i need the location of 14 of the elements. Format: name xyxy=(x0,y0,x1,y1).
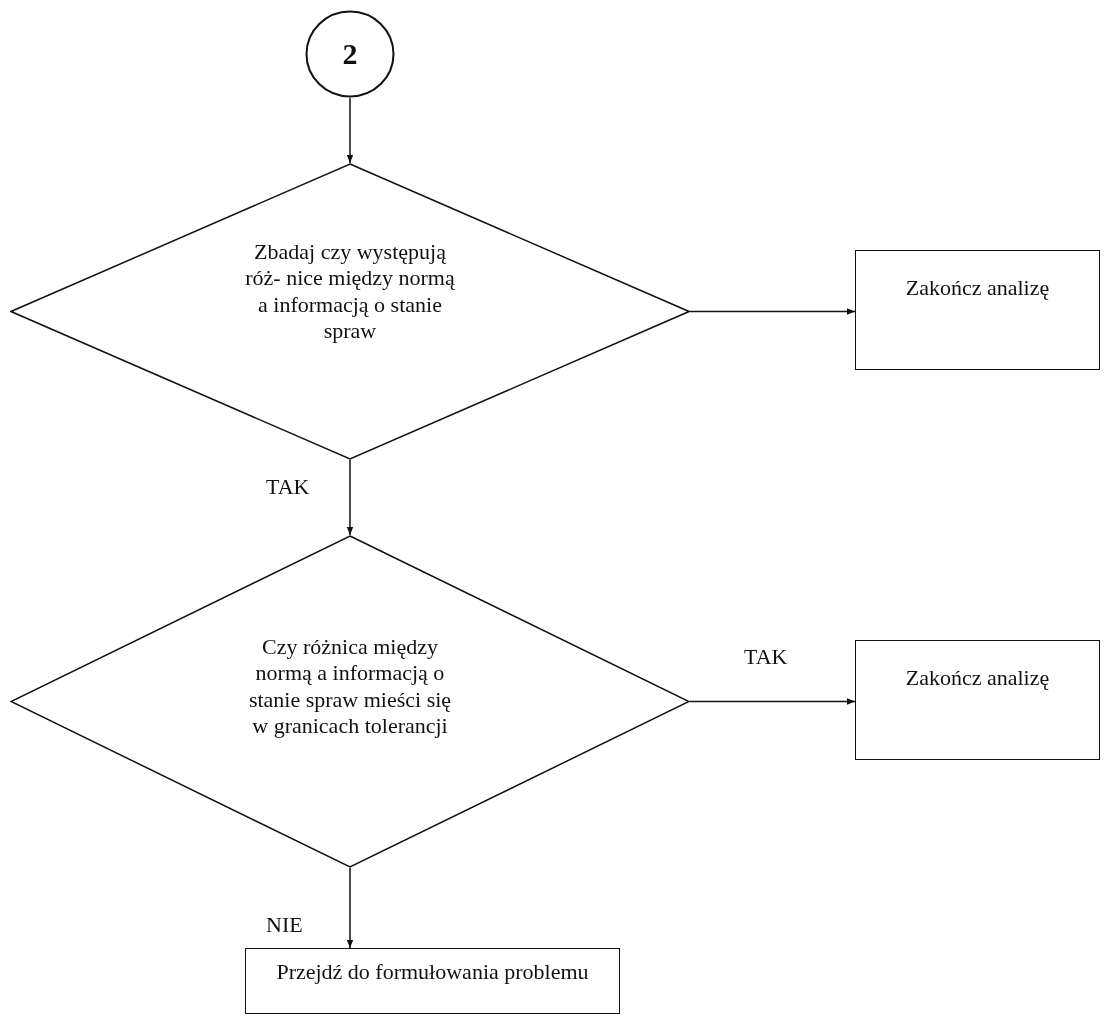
arrow xyxy=(346,459,354,536)
arrow xyxy=(689,308,856,315)
process-box xyxy=(855,250,1100,370)
arrow xyxy=(689,698,856,705)
arrow xyxy=(346,867,354,949)
arrow xyxy=(346,97,354,164)
node-text: 2 xyxy=(342,36,358,72)
process-box xyxy=(855,640,1100,760)
node-text: Czy różnica między normą a informacją o stanie spraw mieści się w granicach tolerancji xyxy=(247,633,453,740)
node-text: Zakończ analizę xyxy=(905,665,1050,692)
process-box xyxy=(245,948,620,1014)
node-text: Zbadaj czy występują róż- nice między normą a informacją o stanie spraw xyxy=(244,238,456,345)
node-text: Przejdź do formułowania problemu xyxy=(276,959,589,986)
node-text: Zakończ analizę xyxy=(905,275,1050,302)
